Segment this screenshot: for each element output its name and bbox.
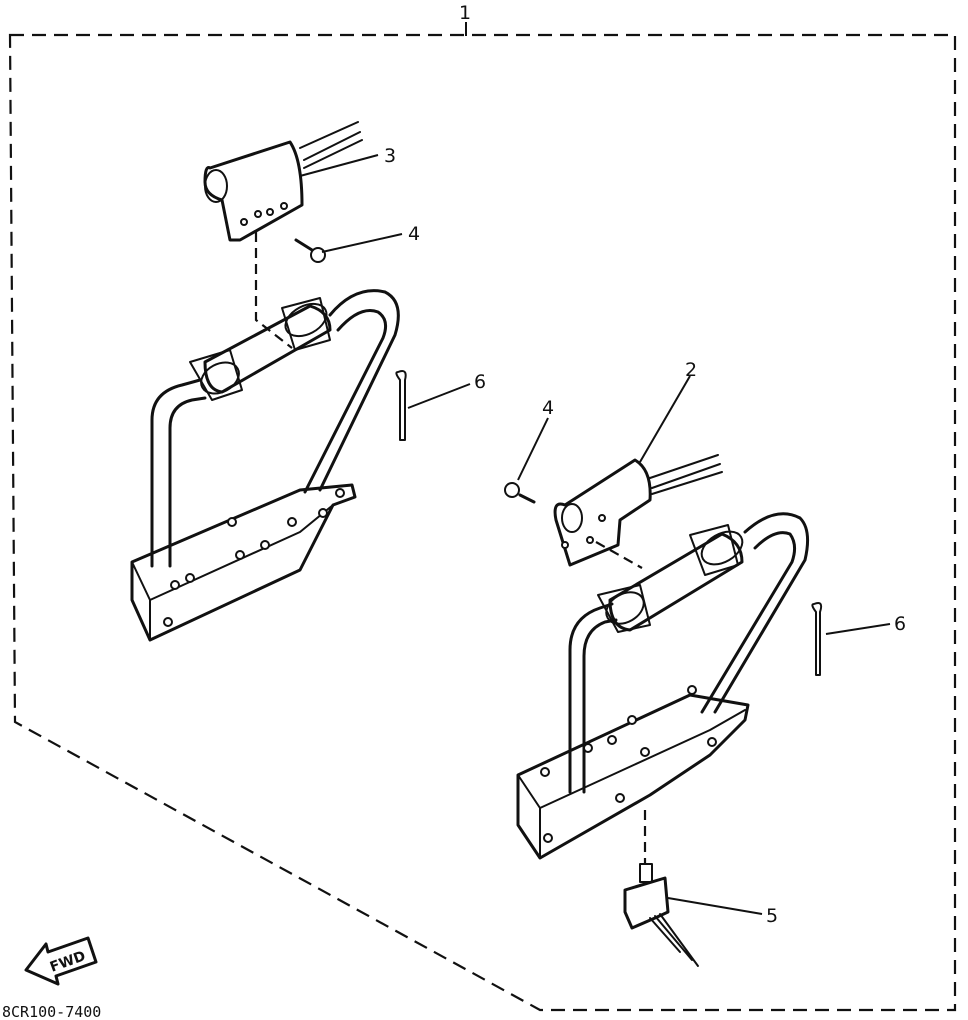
callout-6-right: 6: [894, 613, 906, 635]
callout-3: 3: [384, 145, 396, 167]
callout-6-left: 6: [474, 371, 486, 393]
left-dashed-guide: [254, 232, 293, 349]
fwd-arrow-icon: FWD: [24, 936, 98, 986]
callout-2: 2: [685, 359, 697, 381]
left-cotter-pin-part-6: [395, 370, 407, 441]
callout-5: 5: [766, 905, 778, 927]
right-cotter-pin-part-6: [811, 602, 823, 676]
right-sensor-part-2: [553, 454, 723, 567]
right-dashed-guide: [595, 541, 643, 569]
callout-1: 1: [459, 2, 471, 24]
switch-part-5: [623, 863, 699, 967]
right-handle-assembly: [516, 512, 810, 860]
leader-lines: [299, 154, 891, 915]
right-bolt-part-4: [504, 482, 536, 504]
left-sensor-part-3: [203, 121, 363, 242]
left-bolt-part-4: [294, 238, 326, 263]
callout-4-left: 4: [408, 223, 420, 245]
callout-4-right: 4: [542, 397, 554, 419]
left-handle-assembly: [130, 289, 400, 642]
kit-boundary: [8, 33, 957, 1012]
part-number: 8CR100-7400: [2, 1003, 101, 1020]
